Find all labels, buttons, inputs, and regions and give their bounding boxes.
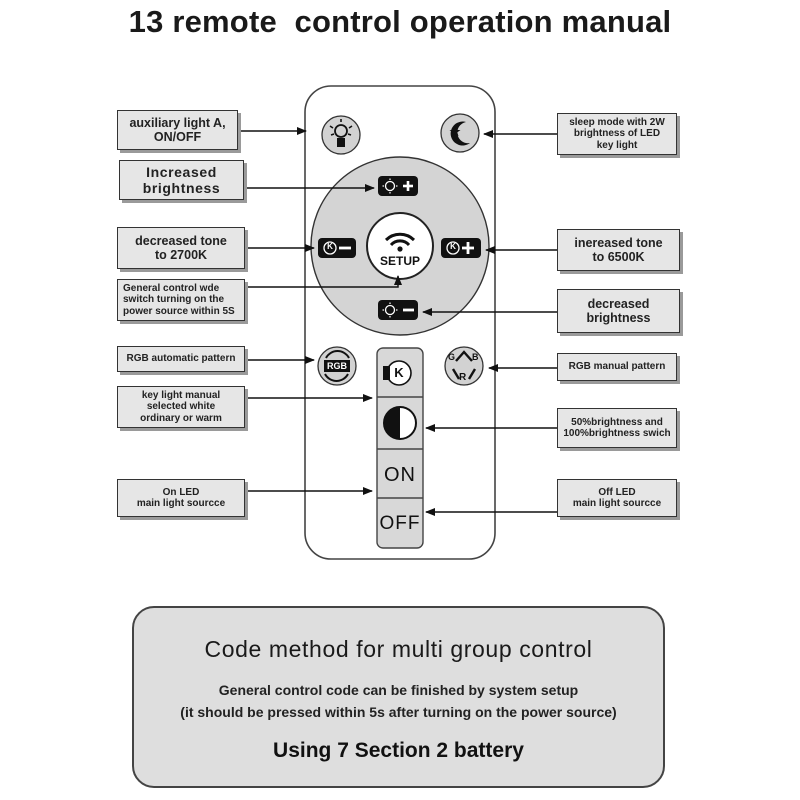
brightness-down-button[interactable] xyxy=(378,300,418,320)
star-icon xyxy=(449,126,461,137)
label-off-led: Off LED main light sourcce xyxy=(557,479,677,517)
rgb-auto-button[interactable] xyxy=(317,346,357,386)
code-method-title: Code method for multi group control xyxy=(204,636,593,662)
tone-up-button[interactable] xyxy=(441,238,481,258)
k-glyph: K xyxy=(394,365,404,380)
k-circle-icon xyxy=(446,241,460,255)
label-increased-tone: inereased tone to 6500K xyxy=(557,229,680,271)
page-title: 13 remote control operation manual xyxy=(128,4,672,39)
on-button-label: ON xyxy=(384,464,416,486)
tone-down-button[interactable] xyxy=(318,238,356,258)
label-increased-brightness: Increased brightness xyxy=(119,160,244,200)
lamp-icon xyxy=(329,119,353,147)
k-glyph-tone-down: K xyxy=(327,242,333,251)
label-aux-light: auxiliary light A, ON/OFF xyxy=(117,110,238,150)
rgb-r-letter: R xyxy=(459,372,467,383)
key-light-button[interactable] xyxy=(381,353,419,393)
brightness-switch-button[interactable] xyxy=(383,406,417,440)
half-circle-icon xyxy=(384,407,400,439)
sleep-mode-button[interactable] xyxy=(440,113,480,153)
label-general-control: General control wde switch turning on th… xyxy=(117,279,245,321)
recycle-icon xyxy=(451,350,477,380)
rgb-g-letter: G xyxy=(448,352,456,362)
rgb-b-letter: B xyxy=(472,352,479,362)
rgb-manual-button[interactable] xyxy=(444,346,484,386)
setup-button[interactable] xyxy=(366,212,434,280)
k-glyph-tone-up: K xyxy=(450,242,456,251)
label-rgb-auto: RGB automatic pattern xyxy=(117,346,245,372)
cycle-arrows-icon xyxy=(324,350,350,382)
sun-icon xyxy=(382,178,398,194)
label-decreased-brightness: decreased brightness xyxy=(557,289,680,333)
aux-light-button[interactable] xyxy=(321,115,361,155)
battery-note: Using 7 Section 2 battery xyxy=(273,739,524,762)
code-method-line-1: General control code can be finished by … xyxy=(218,682,579,698)
setup-button-label: SETUP xyxy=(379,254,420,268)
label-key-light-manual: key light manual selected white ordinary… xyxy=(117,386,245,428)
off-button-label: OFF xyxy=(379,513,421,534)
rgb-button-label: RGB xyxy=(327,361,347,371)
code-method-box: Code method for multi group control Gene… xyxy=(132,606,665,788)
label-rgb-manual: RGB manual pattern xyxy=(557,353,677,381)
label-on-led: On LED main light sourcce xyxy=(117,479,245,517)
label-decreased-tone: decreased tone to 2700K xyxy=(117,227,245,269)
connector-lines xyxy=(238,127,557,516)
sun-icon xyxy=(382,302,398,318)
plus-icon xyxy=(462,242,474,254)
label-sleep-mode: sleep mode with 2W brightness of LED key… xyxy=(557,113,677,155)
plus-icon xyxy=(403,181,413,191)
k-circle-icon xyxy=(323,241,337,255)
brightness-up-button[interactable] xyxy=(378,176,418,196)
label-brightness-switch: 50%brightness and 100%brightness swich xyxy=(557,408,677,448)
code-method-line-2: (it should be pressed within 5s after tu… xyxy=(180,704,617,720)
wifi-icon xyxy=(384,232,416,252)
